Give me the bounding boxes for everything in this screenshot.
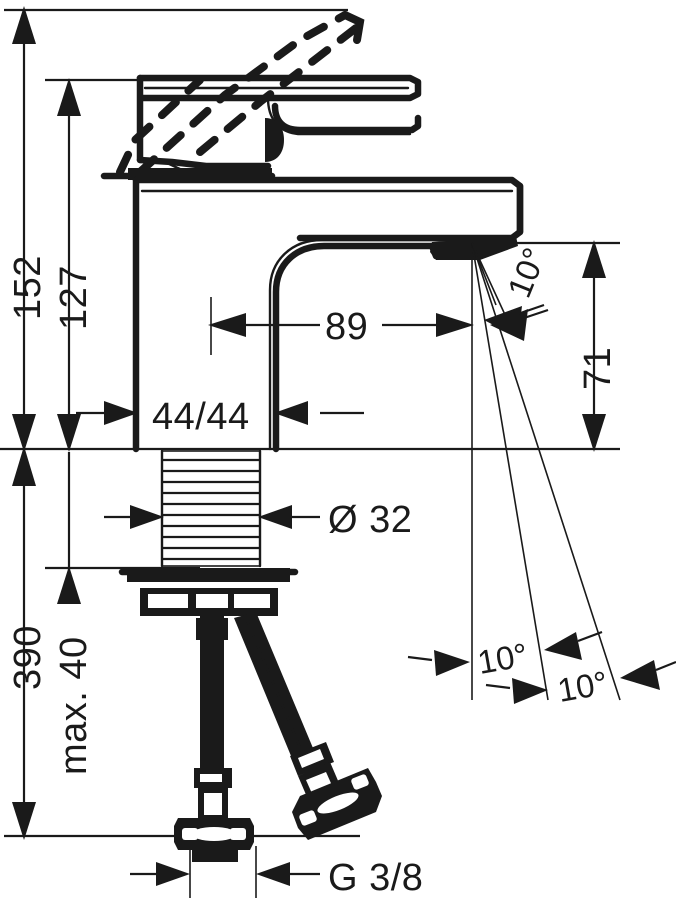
dim-label-4444: 44/44 <box>152 396 250 438</box>
dimension-4444: 44/44 <box>76 396 364 438</box>
arrow-390-up <box>12 446 36 486</box>
arrow-max40-up <box>57 566 81 604</box>
dim-label-max40: max. 40 <box>53 636 95 775</box>
dimension-max40: max. 40 <box>53 452 95 775</box>
dimension-71: 71 <box>577 240 619 452</box>
dim-label-390: 390 <box>7 625 49 690</box>
ray-right-1 <box>471 242 549 701</box>
arrow-390-down <box>12 802 36 840</box>
arrow-d32-left <box>130 505 164 529</box>
angle-label-10-top: 10° <box>500 242 553 302</box>
dimension-g38: G 3/8 <box>130 846 423 899</box>
arrow-g38-right <box>256 862 290 886</box>
faucet-main-body <box>132 176 524 453</box>
arrow-d32-right <box>258 505 292 529</box>
lever-raised-dashed-outline <box>116 11 365 176</box>
arrow-127-down <box>57 414 81 452</box>
arrow-127-up <box>57 78 81 116</box>
arrow-71-down <box>582 414 606 452</box>
flexible-hose-vertical <box>174 616 254 862</box>
dim-label-127: 127 <box>53 265 95 330</box>
threaded-shank <box>160 449 262 568</box>
dim-label-g38: G 3/8 <box>328 857 423 899</box>
arrow-g38-left <box>156 862 190 886</box>
angle-10-left: 10° <box>407 630 603 681</box>
arrow-4444-left <box>104 401 138 425</box>
arrow-10-right-in <box>512 678 548 704</box>
dim-label-d32: Ø 32 <box>328 499 412 541</box>
faucet-upper-body <box>100 74 422 180</box>
arrow-10-right-out <box>620 660 660 690</box>
arrow-10-left-in <box>434 650 470 676</box>
shank-thread-hatching <box>162 458 260 561</box>
dim-label-89: 89 <box>325 306 368 348</box>
angle-label-10-right: 10° <box>555 664 611 709</box>
arrow-71-up <box>582 240 606 278</box>
angle-10-right: 10° <box>485 660 676 709</box>
arrow-4444-right <box>274 401 308 425</box>
arrow-152-up <box>12 6 36 44</box>
dim-label-71: 71 <box>577 347 619 390</box>
dim-label-152: 152 <box>7 255 49 320</box>
arrow-152-down <box>12 414 36 452</box>
dimension-390: 390 <box>7 446 49 840</box>
dimension-127: 127 <box>53 78 95 452</box>
angle-label-10-left: 10° <box>475 636 531 681</box>
flexible-hose-angled <box>234 612 382 840</box>
arrow-89-left <box>208 313 246 337</box>
arrow-10-left-out <box>544 632 582 660</box>
arrow-10-top <box>484 306 522 338</box>
dimension-152: 152 <box>7 6 49 452</box>
arrow-89-right <box>436 313 474 337</box>
dimension-diameter-32: Ø 32 <box>104 499 412 541</box>
